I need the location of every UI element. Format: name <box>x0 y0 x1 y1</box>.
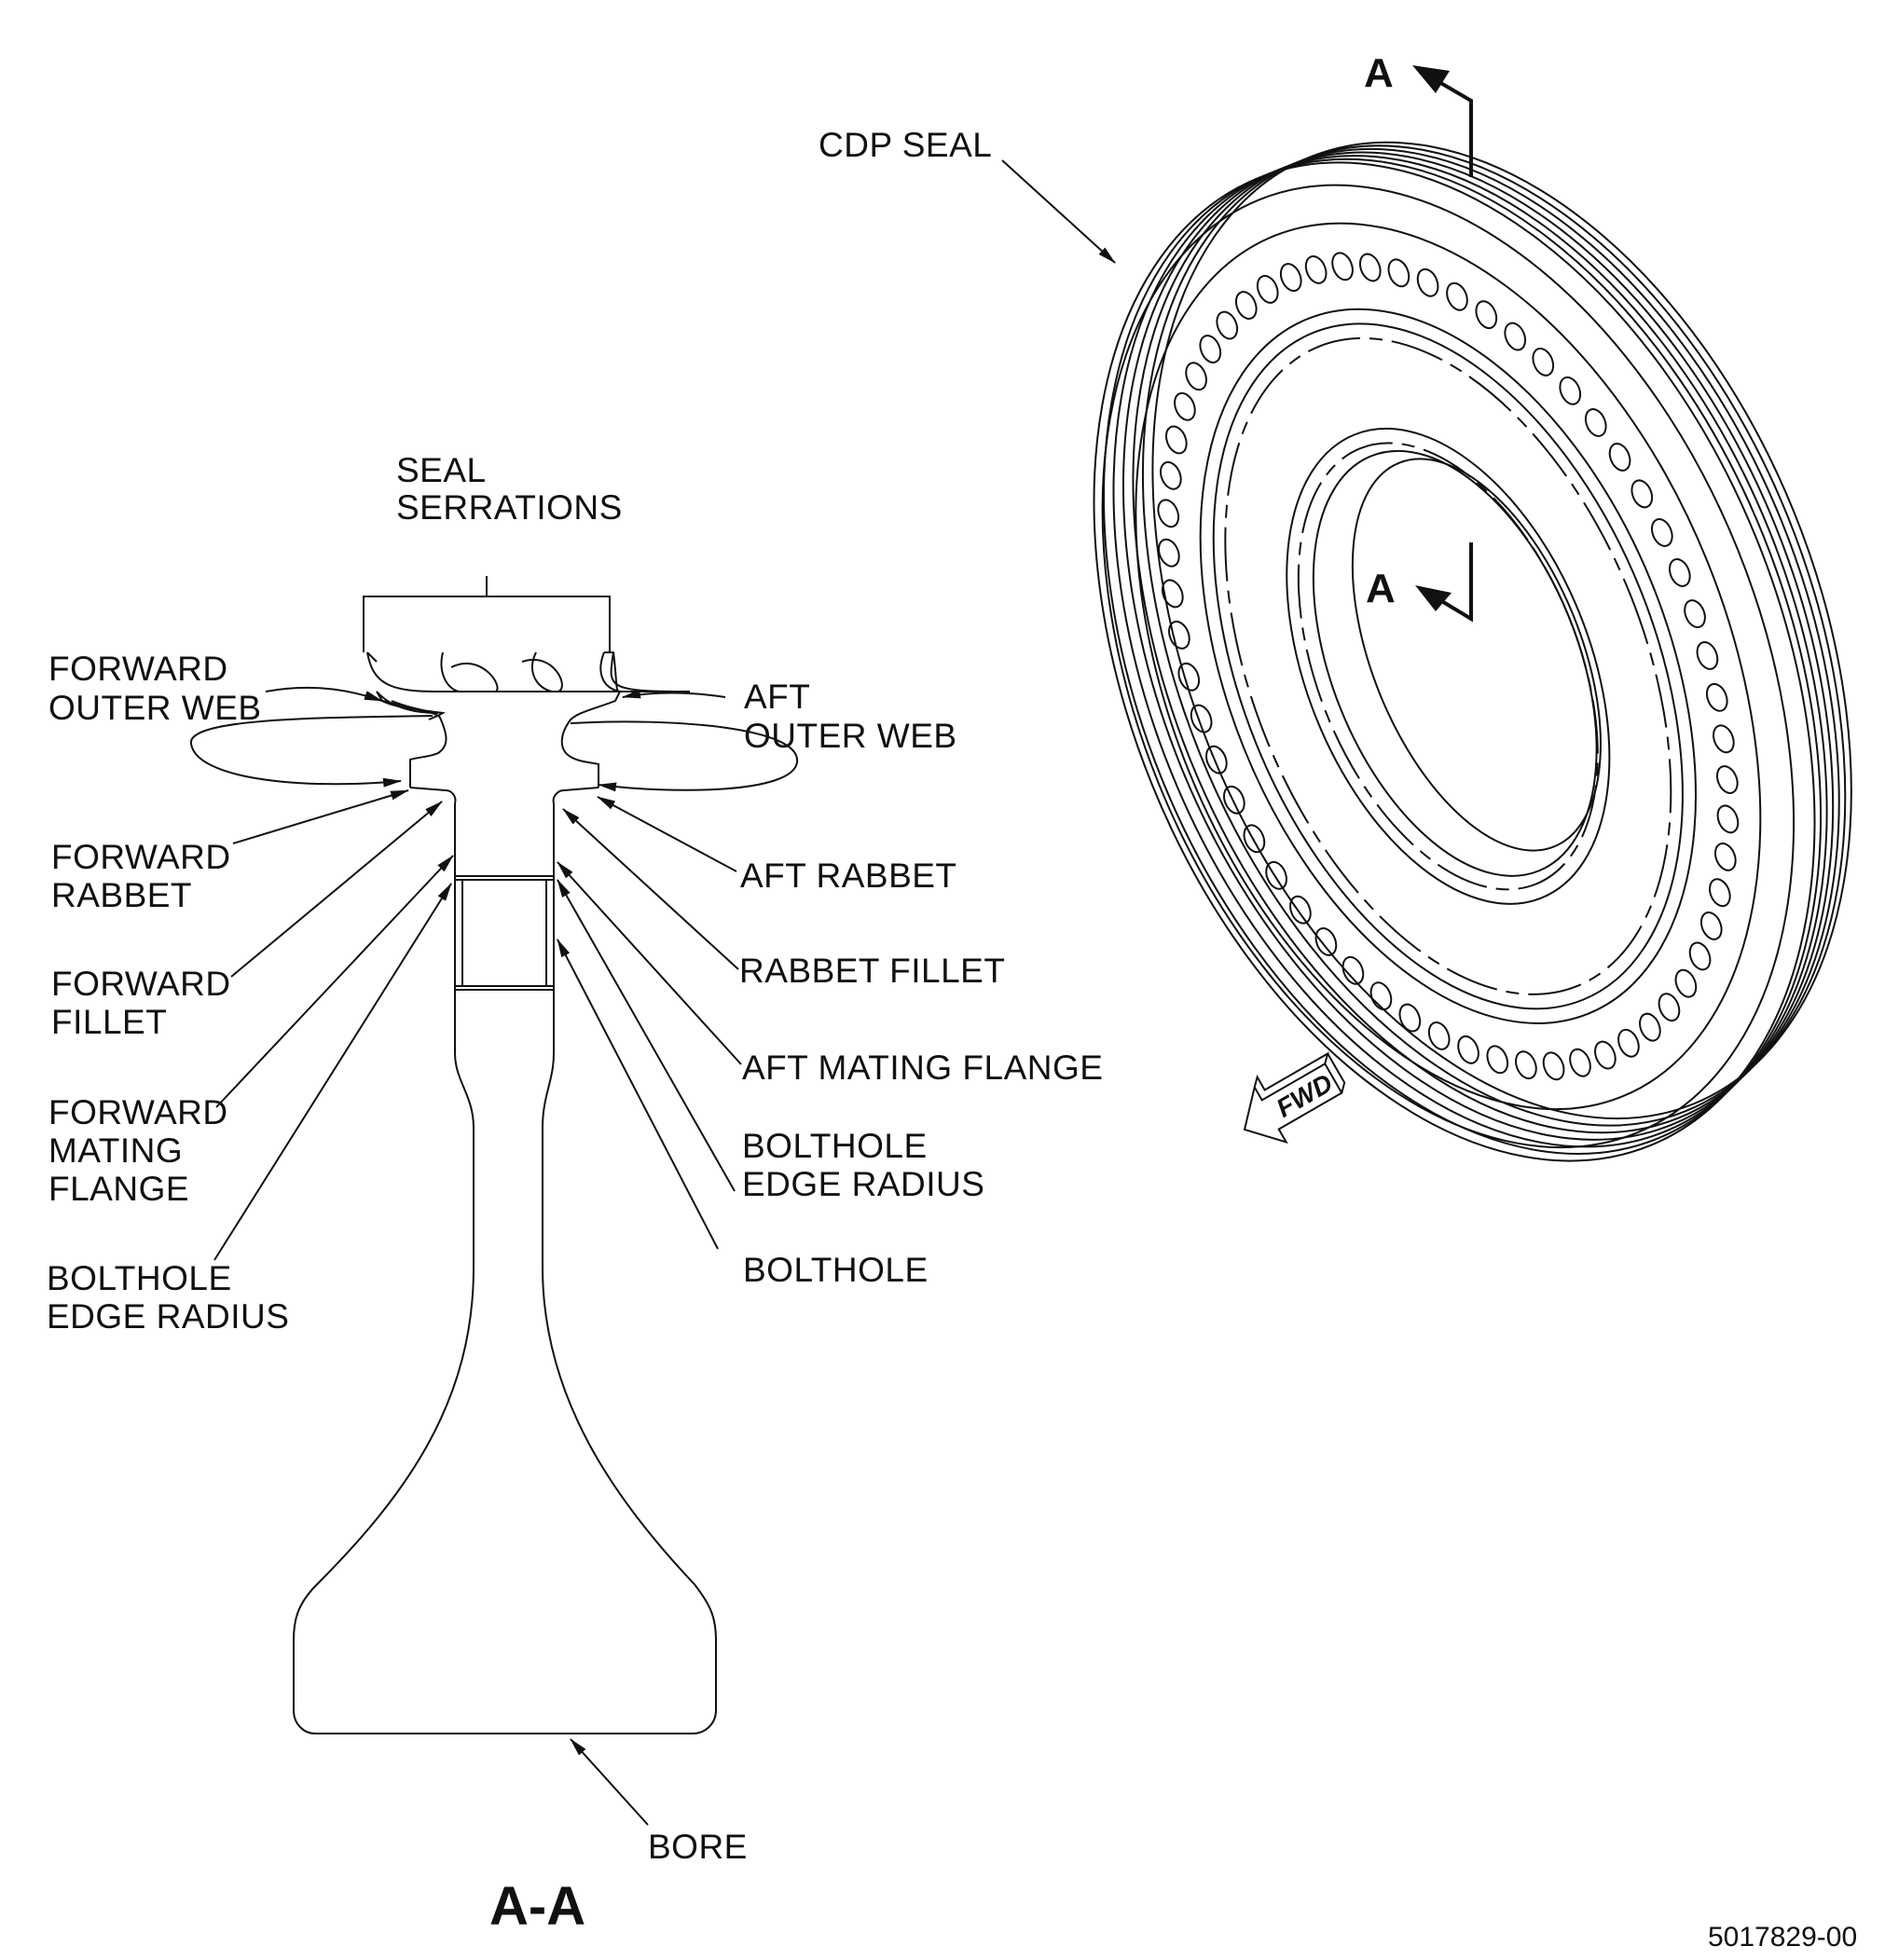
bolthole-mark <box>1542 1051 1565 1081</box>
bolthole-mark <box>1205 745 1228 774</box>
forward-mating-flange-label-line3: FLANGE <box>48 1170 189 1208</box>
bolthole-mark <box>1532 347 1555 377</box>
bolthole-mark <box>1650 518 1673 547</box>
aft-bolthole-edge-radius-label-line2: EDGE RADIUS <box>742 1165 984 1203</box>
bolthole-mark <box>1289 895 1312 925</box>
bolthole-mark <box>1608 442 1631 472</box>
bolthole-mark <box>1716 804 1740 834</box>
bolthole-mark <box>1387 258 1410 288</box>
forward-mating-flange-label-line2: MATING <box>48 1131 183 1170</box>
bolthole-mark <box>1639 1012 1661 1042</box>
aft-outer-web-label-line1: AFT <box>744 678 810 716</box>
section-labels: SEAL SERRATIONS FORWARD OUTER WEB AFT OU… <box>47 451 1103 1937</box>
drawing-number: 5017829-00 <box>1708 1922 1857 1953</box>
bolthole-mark <box>1713 843 1737 871</box>
bolthole-mark <box>1699 911 1723 940</box>
forward-mating-flange-label-line1: FORWARD <box>48 1093 228 1131</box>
section-cut-marker-center: A <box>1366 542 1473 623</box>
bolthole-mark <box>1331 252 1354 281</box>
bolthole-mark <box>1658 993 1681 1022</box>
forward-fillet-label-line2: FILLET <box>51 1003 167 1041</box>
bolthole-mark <box>1158 538 1180 568</box>
bolthole-mark <box>1515 1050 1537 1080</box>
bolthole-mark <box>1715 765 1739 794</box>
bolthole-mark <box>1223 785 1245 815</box>
bolthole-mark <box>1185 362 1207 391</box>
bolthole-mark <box>1674 968 1698 998</box>
bolthole-mark <box>1427 1021 1451 1050</box>
bolthole-mark <box>1190 704 1213 733</box>
bolthole-mark <box>1705 682 1728 712</box>
bolthole-mark <box>1164 425 1188 455</box>
bolthole-mark <box>1157 499 1180 528</box>
section-cut-marker-top: A <box>1364 50 1473 177</box>
boltholes-ring <box>1157 252 1740 1081</box>
bolthole-mark <box>1713 724 1735 754</box>
bolthole-label: BOLTHOLE <box>743 1251 929 1289</box>
seal-serrations-label-line1: SEAL <box>396 451 487 489</box>
section-marker-top-label: A <box>1364 50 1394 96</box>
bolthole-mark <box>1168 620 1190 650</box>
fwd-bolthole-edge-radius-label-line2: EDGE RADIUS <box>47 1297 289 1336</box>
forward-outer-web-label-line2: OUTER WEB <box>48 689 262 727</box>
aft-outer-web-label-line2: OUTER WEB <box>744 717 957 755</box>
bolthole-mark <box>1398 1003 1422 1033</box>
section-leaders <box>189 686 799 1826</box>
bolthole-mark <box>1457 1035 1479 1064</box>
forward-rabbet-label-line2: RABBET <box>51 876 192 914</box>
fwd-bolthole-edge-radius-label-line1: BOLTHOLE <box>47 1259 232 1297</box>
forward-rabbet-label-line1: FORWARD <box>51 838 231 876</box>
bolthole-mark <box>1416 267 1439 297</box>
bolthole-mark <box>1279 263 1302 293</box>
bolthole-mark <box>1199 335 1222 363</box>
bolthole-mark <box>1486 1045 1509 1075</box>
bolthole-mark <box>1243 824 1266 854</box>
bolthole-mark <box>1594 1040 1617 1070</box>
bolthole-mark <box>1369 981 1393 1011</box>
bolthole-mark <box>1234 291 1258 320</box>
bolthole-mark <box>1342 955 1365 985</box>
serrations-bracket <box>363 576 611 652</box>
bolthole-mark <box>1314 927 1338 956</box>
bolthole-mark <box>1475 300 1498 330</box>
aft-mating-flange-label: AFT MATING FLANGE <box>742 1049 1103 1087</box>
bolthole-mark <box>1358 253 1382 282</box>
bolthole-mark <box>1696 641 1719 670</box>
bolthole-mark <box>1504 322 1527 351</box>
bolthole-mark <box>1684 599 1706 628</box>
bolthole-mark <box>1617 1028 1640 1058</box>
bolthole-mark <box>1256 275 1279 304</box>
bolthole-mark <box>1630 479 1654 509</box>
bolthole-mark <box>1584 408 1607 437</box>
bolthole-mark <box>1569 1048 1591 1077</box>
section-marker-center-label: A <box>1366 566 1396 611</box>
bolthole-mark <box>1265 860 1287 890</box>
bolthole-mark <box>1709 878 1731 908</box>
forward-fillet-label-line1: FORWARD <box>51 965 231 1003</box>
seal-serrations-label-line2: SERRATIONS <box>396 488 623 527</box>
aft-bolthole-edge-radius-label-line1: BOLTHOLE <box>742 1127 928 1165</box>
fwd-direction-arrow: FWD <box>1243 1051 1346 1144</box>
cross-section-profile <box>293 651 717 1734</box>
bolthole-mark <box>1559 376 1582 405</box>
rabbet-fillet-label: RABBET FILLET <box>739 952 1005 990</box>
section-title: A-A <box>489 1876 585 1937</box>
bolthole-mark <box>1174 391 1196 421</box>
bolthole-mark <box>1216 310 1239 340</box>
forward-outer-web-label-line1: FORWARD <box>48 650 228 688</box>
bolthole-mark <box>1177 662 1201 692</box>
bolthole-mark <box>1668 558 1691 587</box>
bolthole-mark <box>1304 255 1328 284</box>
aft-rabbet-label: AFT RABBET <box>740 857 957 895</box>
bolthole-mark <box>1161 579 1184 609</box>
bolthole-mark <box>1688 941 1712 971</box>
bolthole-mark <box>1160 460 1182 490</box>
cdp-seal-label: CDP SEAL <box>819 126 992 164</box>
bolthole-mark <box>1446 281 1468 311</box>
bore-label: BORE <box>648 1828 748 1866</box>
